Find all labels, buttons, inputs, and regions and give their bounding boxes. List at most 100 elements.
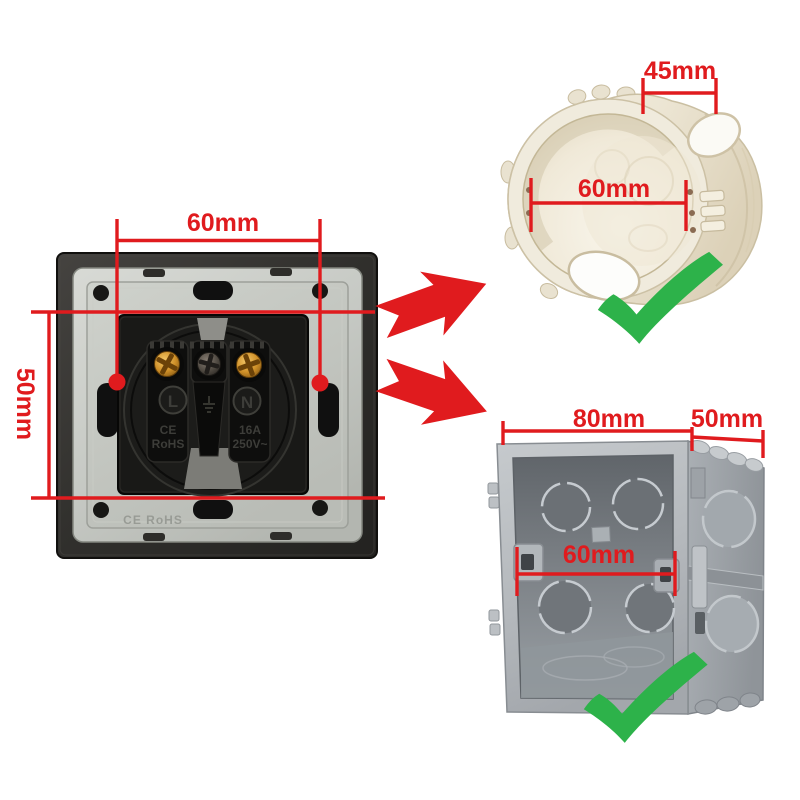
screw-position-dot-left — [108, 373, 126, 391]
rib-bump — [716, 696, 740, 712]
floor-marking — [542, 655, 628, 681]
expansion-rib — [699, 189, 725, 203]
expansion-rib — [700, 204, 726, 218]
plate-hole-top-left — [93, 285, 109, 301]
screw-slot — [243, 353, 255, 377]
expansion-rib — [700, 219, 726, 233]
round-box-depth-dimension: 45mm — [641, 57, 718, 114]
slot-top — [193, 281, 233, 300]
slot-right — [318, 383, 339, 437]
screw-slot — [160, 353, 174, 375]
molded-tab — [539, 283, 559, 299]
molded-tab — [591, 84, 611, 100]
earth-channel — [192, 381, 226, 457]
rib-bump — [739, 692, 761, 708]
knockout-circle — [611, 477, 665, 531]
knockout-outline — [624, 156, 674, 206]
rating-marking-2: 250V~ — [232, 437, 267, 451]
knockout-outline — [628, 224, 668, 252]
knockout-outline — [594, 149, 630, 185]
rim-screw-hole — [690, 227, 696, 233]
square-box-side-knockout-bottom — [704, 594, 760, 654]
round-box-depth-label: 45mm — [644, 57, 716, 85]
bevel-line — [59, 255, 375, 556]
square-box-floor — [521, 632, 673, 699]
square-box-width-label: 80mm — [573, 405, 645, 433]
rim-screw-hole — [689, 210, 695, 216]
knockout-circle — [624, 582, 676, 634]
plate-tab — [270, 532, 292, 540]
center-tab-bottom — [184, 448, 242, 489]
screw-earth — [193, 348, 225, 380]
plate-hole-bottom-left — [93, 502, 109, 518]
rating-marking-1: 16A — [239, 423, 261, 437]
square-box-left-tabs — [487, 482, 501, 636]
knockout-circle — [537, 579, 593, 635]
slot-left — [97, 383, 118, 437]
screw-slot — [204, 353, 214, 375]
socket-back-view: CE RoHS — [56, 252, 378, 559]
plate-tab — [143, 533, 165, 541]
mounting-tab — [489, 623, 501, 636]
mounting-tab — [487, 482, 499, 495]
socket-width-label: 60mm — [187, 209, 259, 237]
plate-tab — [143, 269, 165, 277]
square-box-screw-spacing-dimension: 60mm — [515, 541, 677, 596]
screw-slot-cross — [198, 353, 220, 375]
cert-marking-1: CE — [160, 423, 177, 437]
plate-hole-bottom-right — [312, 500, 328, 516]
screw-live — [150, 347, 184, 381]
arrow-to-square-box — [369, 342, 498, 444]
floor-marking — [603, 646, 665, 668]
live-marker-circle — [158, 385, 188, 415]
slot-bottom — [193, 500, 233, 519]
cert-marking-2: RoHS — [152, 437, 185, 451]
square-box-width-dimension: 80mm — [501, 405, 694, 451]
square-box-clamp-channel — [691, 545, 708, 609]
neutral-marker-label: N — [241, 393, 253, 412]
mounting-tab — [488, 496, 500, 509]
plate-stamp-text: CE RoHS — [123, 513, 183, 527]
square-box-back-knockouts — [537, 477, 676, 635]
square-box-screw-spacing-label: 60mm — [563, 541, 635, 569]
socket-height-label: 50mm — [11, 368, 39, 440]
socket-width-dimension: 60mm — [108, 209, 329, 392]
socket-height-dimension: 50mm — [11, 310, 385, 500]
square-box-side-ribs-top — [689, 440, 764, 472]
facet-crease — [741, 147, 755, 253]
round-box-side-hole — [687, 112, 741, 158]
screw-slot-cross — [237, 353, 261, 377]
square-box-side-knockout-top — [701, 489, 757, 549]
neutral-marker-circle — [232, 386, 262, 416]
arrow-to-round-box — [369, 251, 498, 354]
live-marker-label: L — [168, 392, 178, 411]
mounting-tab — [488, 609, 500, 622]
rim-screw-hole — [687, 189, 693, 195]
screw-neutral — [232, 348, 266, 382]
socket-mechanism: L N CE RoHS 16A 250V~ — [117, 314, 309, 497]
round-box-ribs — [699, 189, 726, 233]
square-box-depth-dimension: 50mm — [691, 405, 765, 458]
square-mounting-box — [487, 439, 765, 715]
plate-tab — [270, 268, 292, 276]
dimension-line — [691, 435, 764, 443]
square-box-depth-label: 50mm — [691, 405, 763, 433]
square-box-side-ribs-bottom — [694, 692, 761, 715]
knockout-circle — [540, 481, 592, 533]
earth-symbol — [203, 396, 215, 413]
center-tab-top — [197, 318, 228, 340]
round-box-bottom-hole — [567, 250, 641, 302]
screw-position-dot-right — [311, 374, 329, 392]
round-box-diameter-label: 60mm — [578, 175, 650, 203]
lug-slot — [521, 554, 534, 570]
square-box-side-detail — [690, 467, 706, 499]
square-box-screw-lug-left — [513, 543, 544, 582]
square-box-side-slot — [695, 612, 705, 634]
rib-bump — [744, 458, 764, 472]
round-box-diameter-dimension: 60mm — [529, 175, 688, 232]
round-box-back-wall — [582, 136, 702, 266]
round-mounting-box — [500, 84, 763, 307]
square-box-center-block — [591, 526, 611, 543]
